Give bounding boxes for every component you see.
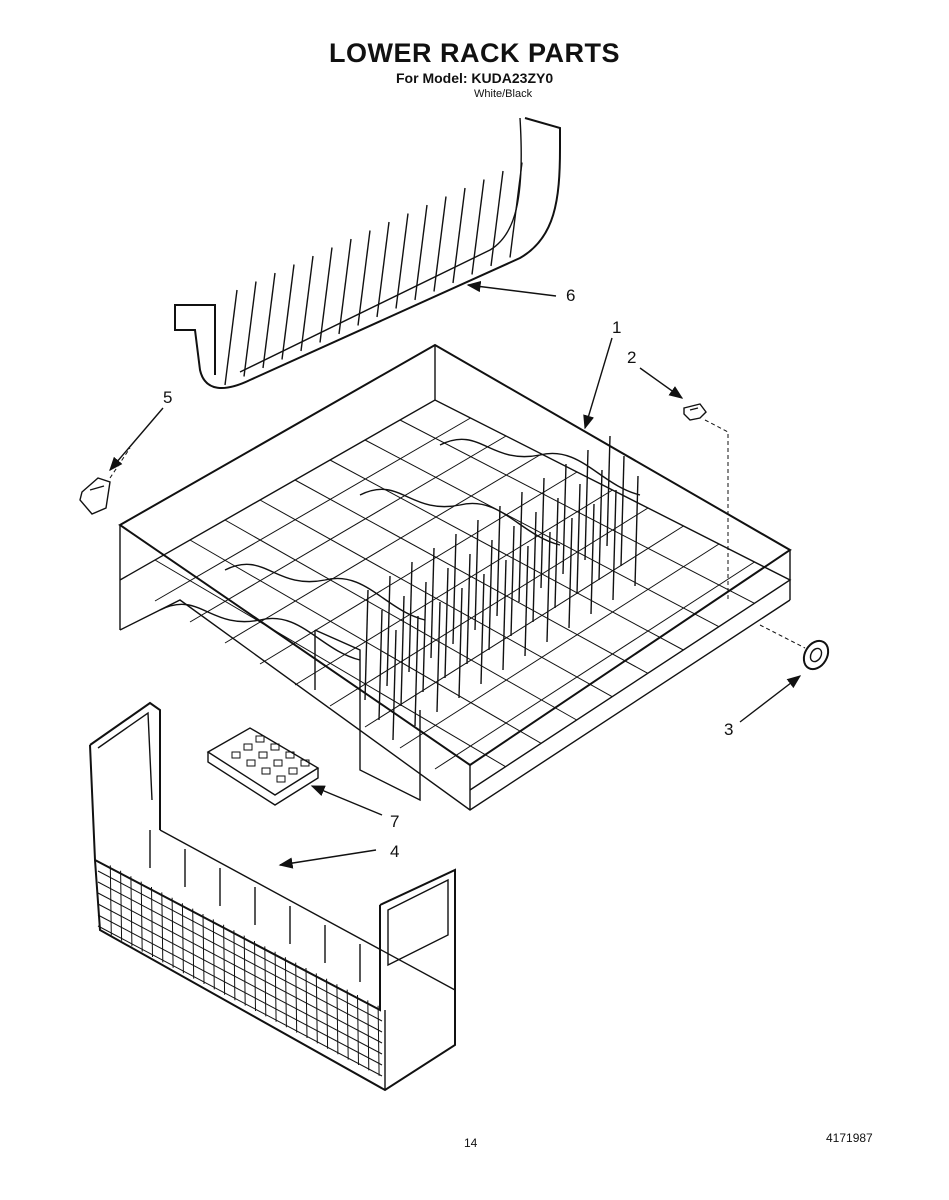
model-label: For Model: KUDA23ZY0 [396,70,554,86]
callout-1: 1 [612,318,622,337]
leader-lines [109,281,802,869]
rack-clip-part-2 [683,403,729,600]
page-title: LOWER RACK PARTS [329,38,620,68]
silverware-basket-part-4 [89,701,456,1092]
wheel-part-3 [759,624,830,671]
callout-2: 2 [627,348,637,367]
bumper-part-5 [79,447,131,515]
lower-rack-part-1 [118,343,792,811]
variant-label: White/Black [474,88,533,100]
callout-3: 3 [724,720,734,739]
callout-7: 7 [390,812,400,831]
small-item-rack-part-7 [206,727,320,806]
page-number: 14 [464,1136,478,1150]
callout-5: 5 [163,388,173,407]
document-number: 4171987 [826,1131,873,1145]
callout-4: 4 [390,842,400,861]
tine-row-part-6 [174,117,561,390]
callout-6: 6 [566,286,576,305]
